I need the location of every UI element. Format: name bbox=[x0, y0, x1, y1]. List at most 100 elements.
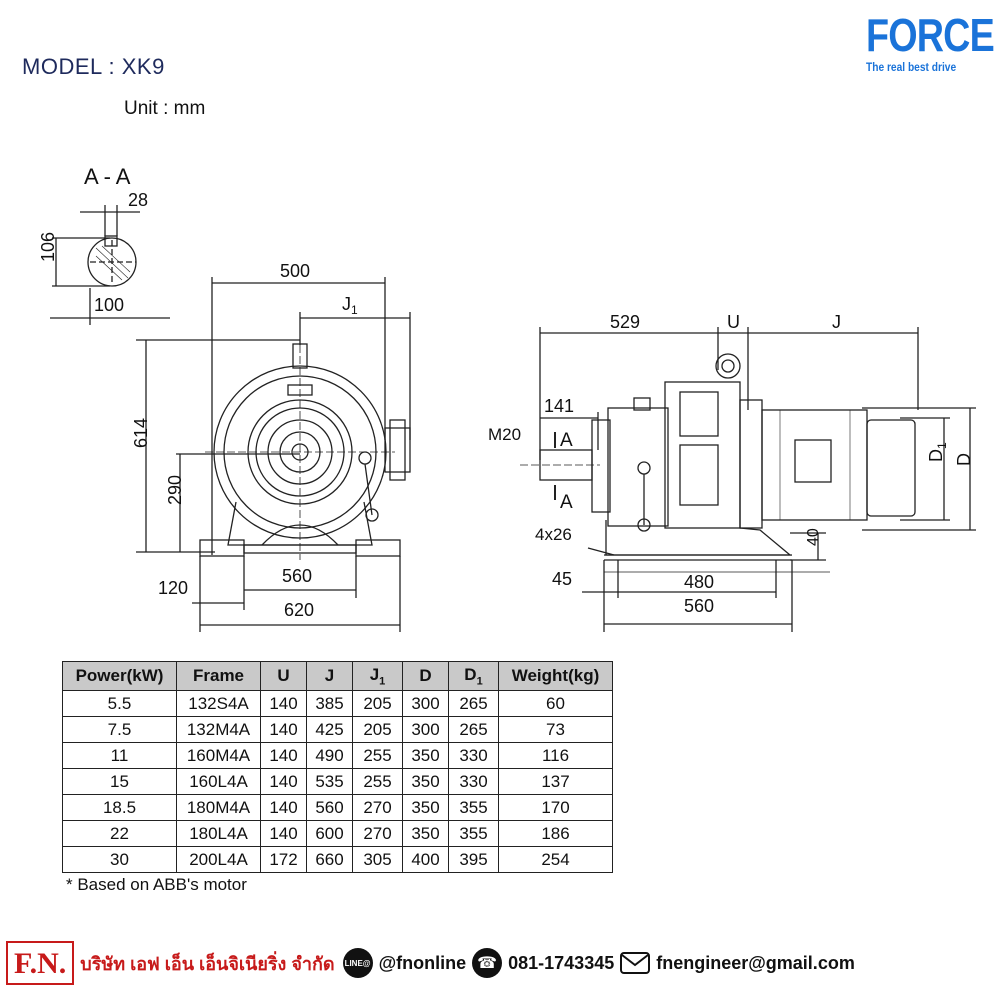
table-cell: 350 bbox=[402, 742, 449, 769]
table-cell: 205 bbox=[352, 690, 403, 717]
dim-480: 480 bbox=[684, 572, 714, 592]
col-power: Power(kW) bbox=[62, 661, 177, 691]
table-cell: 205 bbox=[352, 716, 403, 743]
table-cell: 140 bbox=[260, 742, 307, 769]
spec-table: Power(kW) Frame U J J1 D D1 Weight(kg) 5… bbox=[62, 661, 613, 873]
dim-141: 141 bbox=[544, 396, 574, 416]
dim-120: 120 bbox=[158, 578, 188, 598]
motor-body bbox=[761, 409, 868, 521]
dim-m20: M20 bbox=[488, 425, 521, 444]
dim-u: U bbox=[727, 312, 740, 332]
line-id[interactable]: @fnonline bbox=[378, 952, 467, 973]
table-cell: 400 bbox=[402, 846, 449, 873]
dim-529: 529 bbox=[610, 312, 640, 332]
brand-tagline: The real best drive bbox=[866, 60, 957, 74]
table-cell: 490 bbox=[306, 742, 353, 769]
table-cell: 265 bbox=[448, 716, 499, 743]
dim-40: 40 bbox=[805, 528, 822, 546]
table-cell: 385 bbox=[306, 690, 353, 717]
table-cell: 140 bbox=[260, 690, 307, 717]
table-cell: 395 bbox=[448, 846, 499, 873]
email-address[interactable]: fnengineer@gmail.com bbox=[656, 952, 855, 973]
brand-logo: FORCE The real best drive bbox=[866, 9, 995, 74]
table-cell: 22 bbox=[62, 820, 177, 847]
table-cell: 255 bbox=[352, 768, 403, 795]
section-label: A - A bbox=[84, 164, 131, 189]
table-cell: 265 bbox=[448, 690, 499, 717]
col-j: J bbox=[306, 661, 353, 691]
table-cell: 160L4A bbox=[176, 768, 261, 795]
table-cell: 300 bbox=[402, 690, 449, 717]
table-cell: 270 bbox=[352, 794, 403, 821]
footer-bar: F.N. บริษัท เอฟ เอ็น เอ็นจิเนียริ่ง จำกั… bbox=[6, 938, 996, 988]
table-cell: 180M4A bbox=[176, 794, 261, 821]
dim-28: 28 bbox=[128, 190, 148, 210]
table-cell: 600 bbox=[306, 820, 353, 847]
table-cell: 270 bbox=[352, 820, 403, 847]
section-mark-bottom: A bbox=[560, 492, 573, 513]
brand-name: FORCE bbox=[866, 9, 995, 61]
table-cell: 132S4A bbox=[176, 690, 261, 717]
table-cell: 30 bbox=[62, 846, 177, 873]
table-cell: 15 bbox=[62, 768, 177, 795]
table-cell: 73 bbox=[498, 716, 613, 743]
col-u: U bbox=[260, 661, 307, 691]
fn-logo: F.N. bbox=[6, 941, 75, 985]
table-cell: 132M4A bbox=[176, 716, 261, 743]
footnote: * Based on ABB's motor bbox=[66, 875, 247, 894]
table-cell: 5.5 bbox=[62, 690, 177, 717]
table-cell: 140 bbox=[260, 768, 307, 795]
table-cell: 180L4A bbox=[176, 820, 261, 847]
dim-500: 500 bbox=[280, 261, 310, 281]
dim-614: 614 bbox=[131, 418, 151, 448]
table-cell: 330 bbox=[448, 768, 499, 795]
table-cell: 18.5 bbox=[62, 794, 177, 821]
table-cell: 300 bbox=[402, 716, 449, 743]
unit-label: Unit : mm bbox=[124, 98, 206, 119]
table-cell: 172 bbox=[260, 846, 307, 873]
table-cell: 116 bbox=[498, 742, 613, 769]
phone-icon: ☎ bbox=[472, 948, 503, 978]
table-cell: 535 bbox=[306, 768, 353, 795]
dim-d1: D1 bbox=[926, 442, 949, 462]
table-cell: 355 bbox=[448, 794, 499, 821]
dim-4x26: 4x26 bbox=[535, 525, 572, 544]
table-cell: 60 bbox=[498, 690, 613, 717]
table-cell: 140 bbox=[260, 820, 307, 847]
dim-d: D bbox=[954, 453, 974, 466]
col-frame: Frame bbox=[176, 661, 261, 691]
table-cell: 254 bbox=[498, 846, 613, 873]
dim-620: 620 bbox=[284, 600, 314, 620]
dim-j1: J1 bbox=[342, 294, 358, 317]
col-weight: Weight(kg) bbox=[498, 661, 613, 691]
table-cell: 137 bbox=[498, 768, 613, 795]
dim-45: 45 bbox=[552, 569, 572, 589]
dim-290: 290 bbox=[165, 475, 185, 505]
section-mark-top: A bbox=[560, 430, 573, 451]
table-cell: 186 bbox=[498, 820, 613, 847]
dim-100: 100 bbox=[94, 295, 124, 315]
table-cell: 355 bbox=[448, 820, 499, 847]
mail-icon bbox=[620, 952, 651, 974]
col-d: D bbox=[402, 661, 449, 691]
table-cell: 140 bbox=[260, 794, 307, 821]
table-cell: 170 bbox=[498, 794, 613, 821]
model-title: MODEL : XK9 bbox=[22, 54, 165, 79]
table-cell: 350 bbox=[402, 768, 449, 795]
table-cell: 11 bbox=[62, 742, 177, 769]
table-cell: 330 bbox=[448, 742, 499, 769]
table-cell: 660 bbox=[306, 846, 353, 873]
dim-560-front: 560 bbox=[282, 566, 312, 586]
table-cell: 140 bbox=[260, 716, 307, 743]
technical-drawing: A - A 28 106 100 500 J1 614 290 120 560 … bbox=[38, 164, 976, 632]
dim-j: J bbox=[832, 312, 841, 332]
phone-number[interactable]: 081-1743345 bbox=[508, 952, 615, 973]
table-cell: 560 bbox=[306, 794, 353, 821]
